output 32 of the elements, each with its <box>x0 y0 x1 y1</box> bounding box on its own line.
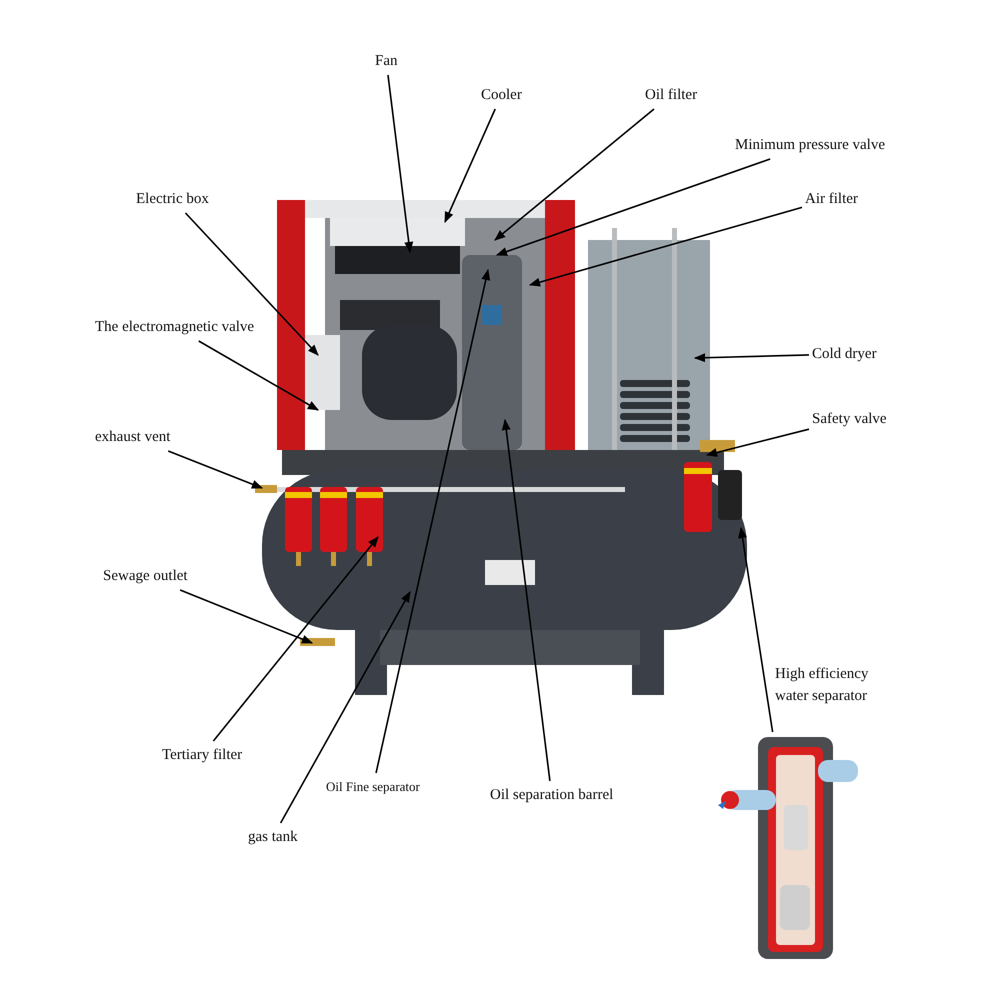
leader-line <box>212 536 379 742</box>
leader-line <box>198 340 319 411</box>
leader-line <box>180 589 314 644</box>
leader-line <box>494 108 655 241</box>
part-label: Air filter <box>805 188 858 210</box>
leader-line <box>280 591 411 824</box>
part-label: Cooler <box>481 84 522 106</box>
leader-line <box>738 526 774 732</box>
leader-line <box>184 212 319 356</box>
leader-line <box>706 428 810 457</box>
part-label: Minimum pressure valve <box>735 134 885 156</box>
leader-line <box>694 353 810 362</box>
part-label: Oil Fine separator <box>326 776 420 798</box>
part-label: Sewage outlet <box>103 565 188 587</box>
part-label: Fan <box>375 50 398 72</box>
part-label: The electromagnetic valve <box>95 316 254 338</box>
part-label: Tertiary filter <box>162 744 242 766</box>
part-label: Electric box <box>136 188 209 210</box>
part-label: exhaust vent <box>95 426 170 448</box>
leader-line <box>502 418 551 782</box>
part-label: Oil separation barrel <box>490 784 614 806</box>
part-label: Oil filter <box>645 84 698 106</box>
part-label: Cold dryer <box>812 343 877 365</box>
leader-line <box>387 74 414 254</box>
leader-line <box>496 158 770 256</box>
leader-line <box>375 268 490 774</box>
leader-line <box>528 206 802 287</box>
part-label: Safety valve <box>812 408 887 430</box>
leader-line <box>444 108 496 224</box>
part-label: gas tank <box>248 826 298 848</box>
leader-line <box>168 450 264 489</box>
part-label: High efficiency water separator <box>775 665 870 706</box>
